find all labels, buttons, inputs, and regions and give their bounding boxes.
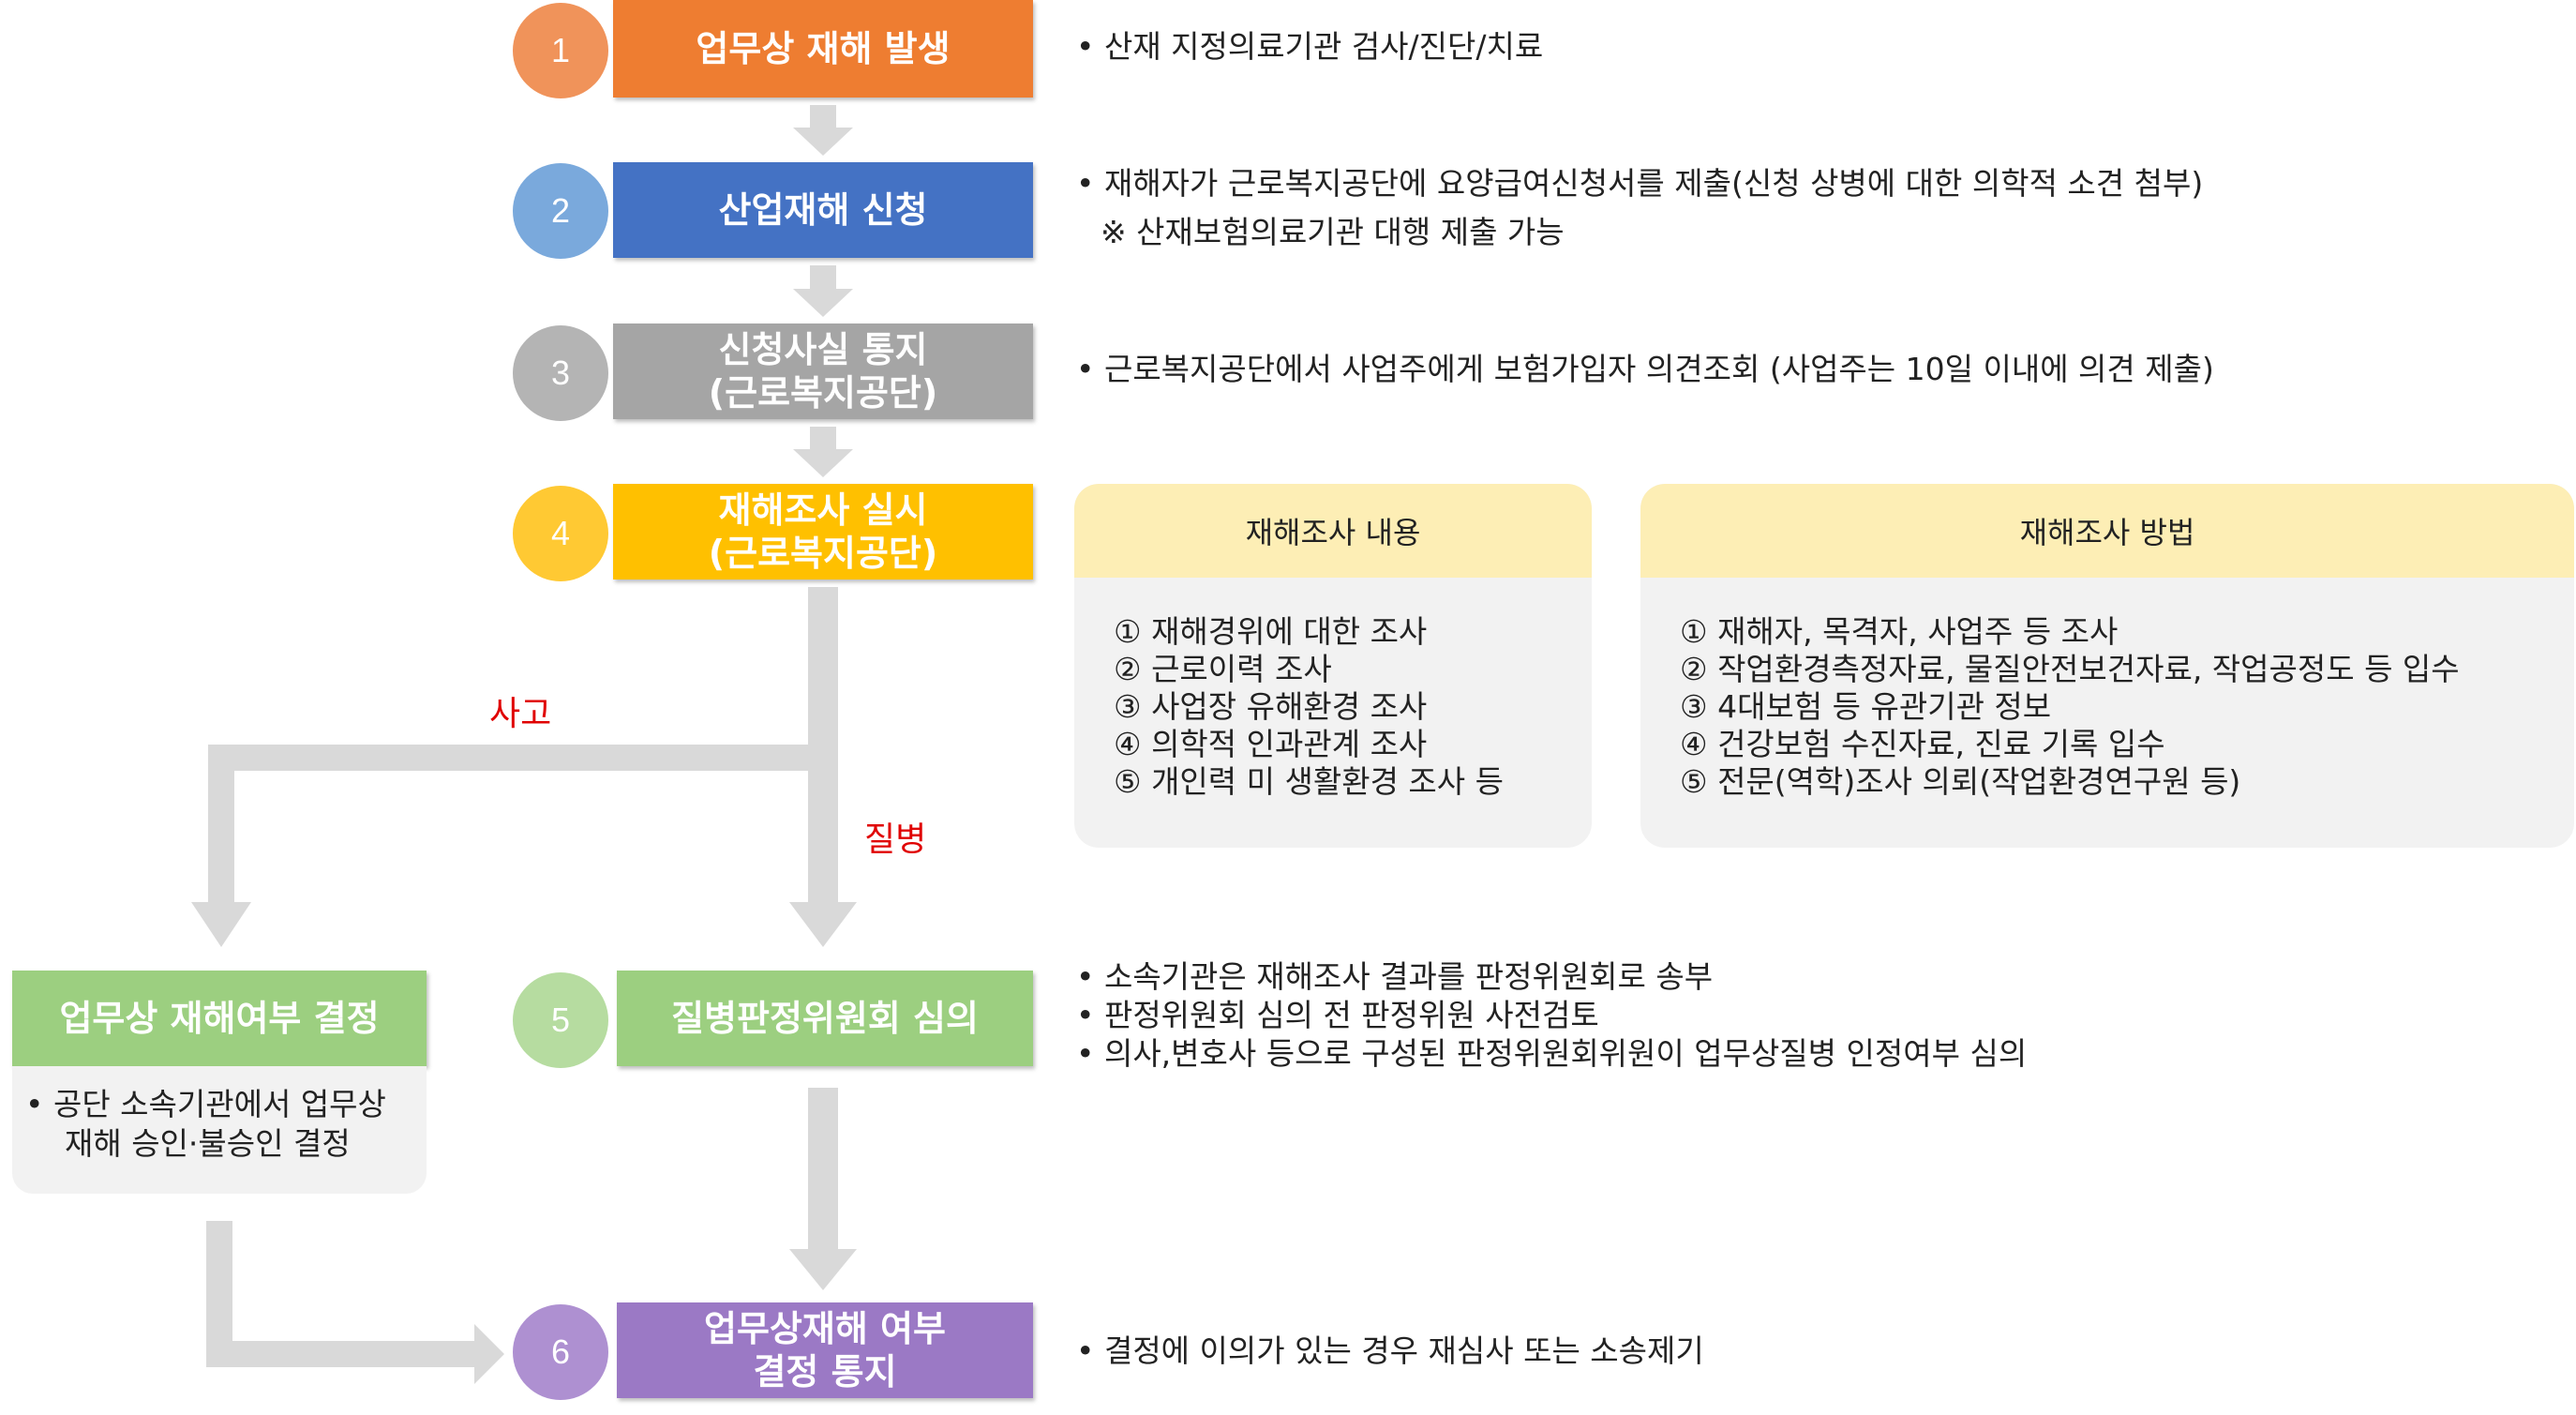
investigation-content-panel: 재해조사 내용 ① 재해경위에 대한 조사 ② 근로이력 조사 ③ 사업장 유해… (1074, 484, 1592, 848)
arrow-1-2-stem (810, 105, 836, 128)
list-item: ④ 의학적 인과관계 조사 (1114, 726, 1428, 762)
accident-branch-vertical (208, 745, 234, 904)
step-4-box: 재해조사 실시 (근로복지공단) (613, 484, 1033, 580)
accident-branch-label: 사고 (489, 695, 552, 733)
arrow-3-4-stem (810, 427, 836, 449)
step-2-number: 2 (513, 163, 608, 259)
investigation-method-list: ① 재해자, 목격자, 사업주 등 조사 ② 작업환경측정자료, 물질안전보건자… (1680, 613, 2460, 801)
step-6-title-line-1: 업무상재해 여부 (704, 1308, 946, 1349)
investigation-content-list: ① 재해경위에 대한 조사 ② 근로이력 조사 ③ 사업장 유해환경 조사 ④ … (1114, 613, 1504, 801)
list-item: ⑤ 개인력 미 생활환경 조사 등 (1114, 763, 1504, 800)
step-3-title-line-1: 신청사실 통지 (718, 329, 928, 370)
list-item: ① 재해자, 목격자, 사업주 등 조사 (1680, 613, 2119, 650)
step-6-desc-line: • 결정에 이의가 있는 경우 재심사 또는 소송제기 (1076, 1332, 1704, 1369)
decision-desc: • 공단 소속기관에서 업무상 재해 승인·불승인 결정 (25, 1085, 386, 1164)
step-2-desc-note: ※ 산재보험의료기관 대행 제출 가능 (1101, 214, 1565, 250)
investigation-method-panel: 재해조사 방법 ① 재해자, 목격자, 사업주 등 조사 ② 작업환경측정자료,… (1640, 484, 2574, 848)
step-4-title-line-1: 재해조사 실시 (718, 489, 928, 531)
arrow-4-5-head (789, 902, 857, 947)
step-3-description: • 근로복지공단에서 사업주에게 보험가입자 의견조회 (사업주는 10일 이내… (1076, 345, 2214, 394)
step-3-number: 3 (513, 325, 608, 421)
list-item: ② 작업환경측정자료, 물질안전보건자료, 작업공정도 등 입수 (1680, 651, 2460, 687)
accident-branch-head (191, 902, 251, 947)
investigation-method-title: 재해조사 방법 (1640, 484, 2574, 578)
accident-branch-horizontal (208, 745, 838, 771)
step-1-title: 업무상 재해 발생 (696, 28, 951, 69)
step-6-number: 6 (513, 1304, 608, 1400)
decision-to-6-head (474, 1324, 504, 1384)
step-5-desc-line: • 판정위원회 심의 전 판정위원 사전검토 (1076, 997, 1599, 1033)
list-item: ③ 사업장 유해환경 조사 (1114, 688, 1428, 725)
list-item: ⑤ 전문(역학)조사 의뢰(작업환경연구원 등) (1680, 763, 2241, 800)
step-3-desc-line: • 근로복지공단에서 사업주에게 보험가입자 의견조회 (사업주는 10일 이내… (1076, 351, 2214, 387)
disease-branch-label: 질병 (864, 820, 927, 859)
decision-to-6-horizontal (206, 1341, 476, 1367)
list-item: ② 근로이력 조사 (1114, 651, 1332, 687)
decision-desc-line: 재해 승인·불승인 결정 (65, 1125, 351, 1162)
step-1-number: 1 (513, 3, 608, 98)
step-5-description: • 소속기관은 재해조사 결과를 판정위원회로 송부 • 판정위원회 심의 전 … (1076, 957, 2027, 1073)
arrow-2-3-head (793, 289, 853, 317)
step-2-desc-line: • 재해자가 근로복지공단에 요양급여신청서를 제출(신청 상병에 대한 의학적… (1076, 165, 2204, 202)
step-2-description: • 재해자가 근로복지공단에 요양급여신청서를 제출(신청 상병에 대한 의학적… (1076, 159, 2203, 257)
arrow-2-3-stem (810, 265, 836, 289)
step-5-desc-line: • 소속기관은 재해조사 결과를 판정위원회로 송부 (1076, 958, 1714, 995)
step-3-box: 신청사실 통지 (근로복지공단) (613, 324, 1033, 419)
step-6-description: • 결정에 이의가 있는 경우 재심사 또는 소송제기 (1076, 1327, 1704, 1376)
list-item: ① 재해경위에 대한 조사 (1114, 613, 1428, 650)
step-4-title-line-2: (근로복지공단) (708, 533, 938, 574)
step-2-title: 산업재해 신청 (718, 189, 928, 231)
step-4-number: 4 (513, 486, 608, 581)
step-2-box: 산업재해 신청 (613, 162, 1033, 258)
investigation-content-title: 재해조사 내용 (1074, 484, 1592, 578)
step-5-box: 질병판정위원회 심의 (617, 971, 1033, 1066)
decision-box-title: 업무상 재해여부 결정 (12, 971, 427, 1066)
list-item: ④ 건강보험 수진자료, 진료 기록 입수 (1680, 726, 2165, 762)
arrow-5-6-head (789, 1249, 857, 1290)
step-3-title-line-2: (근로복지공단) (708, 372, 938, 414)
step-5-desc-line: • 의사,변호사 등으로 구성된 판정위원회위원이 업무상질병 인정여부 심의 (1076, 1035, 2028, 1072)
arrow-1-2-head (793, 128, 853, 156)
arrow-5-6-stem (808, 1088, 838, 1251)
step-1-box: 업무상 재해 발생 (613, 0, 1033, 98)
decision-title-text: 업무상 재해여부 결정 (59, 998, 380, 1039)
decision-box-body: • 공단 소속기관에서 업무상 재해 승인·불승인 결정 (12, 1066, 427, 1194)
step-6-box: 업무상재해 여부 결정 통지 (617, 1302, 1033, 1398)
step-1-desc-line: • 산재 지정의료기관 검사/진단/치료 (1076, 28, 1544, 65)
step-5-number: 5 (513, 972, 608, 1068)
decision-desc-line: • 공단 소속기관에서 업무상 (25, 1086, 386, 1122)
arrow-3-4-head (793, 449, 853, 477)
step-5-title: 질병판정위원회 심의 (671, 998, 979, 1039)
list-item: ③ 4대보험 등 유관기관 정보 (1680, 688, 2052, 725)
step-1-description: • 산재 지정의료기관 검사/진단/치료 (1076, 23, 1543, 71)
step-6-title-line-2: 결정 통지 (753, 1351, 897, 1392)
